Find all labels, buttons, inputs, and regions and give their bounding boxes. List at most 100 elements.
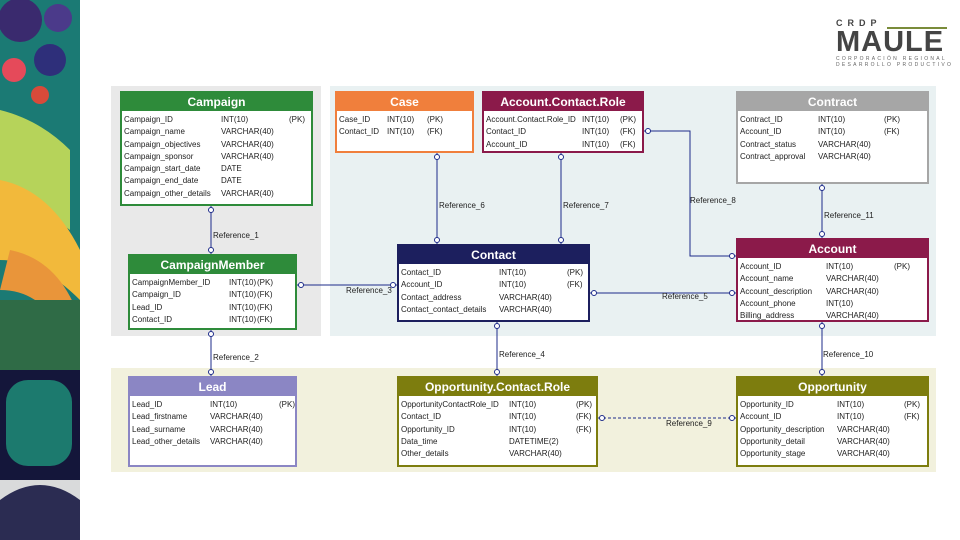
field-name: Campaign_ID xyxy=(124,115,173,124)
field-type: INT(10) xyxy=(499,268,527,277)
field-name: Opportunity_detail xyxy=(740,436,805,446)
field-name: Contact_ID xyxy=(486,127,527,137)
field-type: VARCHAR(40) xyxy=(210,436,263,446)
field-type: VARCHAR(40) xyxy=(499,304,552,314)
field-key: (PK) xyxy=(884,115,900,124)
entity-title: Case xyxy=(337,93,472,111)
reference-7-label: Reference_7 xyxy=(563,201,609,210)
field-type: INT(10) xyxy=(818,115,846,124)
field-type: VARCHAR(40) xyxy=(837,449,890,459)
field-name: Contract_approval xyxy=(740,151,806,161)
field-type: DATE xyxy=(221,176,242,186)
field-key: (PK) xyxy=(576,400,592,409)
field-key: (FK) xyxy=(427,127,443,137)
field-name: Contract_status xyxy=(740,139,797,149)
field-type: INT(10) xyxy=(221,115,249,124)
field-type: INT(10) xyxy=(837,412,865,422)
field-name: Opportunity_stage xyxy=(740,449,806,459)
entity-field-row: Lead_other_details VARCHAR(40) xyxy=(132,436,295,448)
field-name: Campaign_other_details xyxy=(124,188,211,198)
field-name: Account_phone xyxy=(740,298,796,308)
field-type: DATE xyxy=(221,164,242,174)
entity-title: CampaignMember xyxy=(130,256,295,274)
field-name: Opportunity_ID xyxy=(401,424,455,434)
field-type: INT(10) xyxy=(229,302,257,312)
entity-title: Contract xyxy=(738,93,927,111)
field-type: VARCHAR(40) xyxy=(221,151,274,161)
logo-name: MAULE xyxy=(836,26,945,58)
entity-title: Contact xyxy=(399,246,588,264)
field-type: INT(10) xyxy=(229,290,257,300)
entity-field-row: Opportunity_detail VARCHAR(40) xyxy=(740,436,927,448)
field-type: VARCHAR(40) xyxy=(509,449,562,459)
entity-title: Opportunity xyxy=(738,378,927,396)
field-type: VARCHAR(40) xyxy=(499,292,552,302)
field-name: Lead_other_details xyxy=(132,436,201,446)
field-name: Account_description xyxy=(740,286,813,296)
field-type: VARCHAR(40) xyxy=(837,436,890,446)
field-key: (FK) xyxy=(620,139,636,149)
crdp-maule-logo: CRDP MAULE CORPORACIÓN REGIONAL DESARROL… xyxy=(836,18,951,74)
field-key: (PK) xyxy=(620,115,636,124)
entity-field-row: Opportunity_stage VARCHAR(40) xyxy=(740,448,927,460)
field-name: Account_ID xyxy=(486,139,528,149)
entity-title: Account xyxy=(738,240,927,258)
field-name: Case_ID xyxy=(339,115,371,124)
field-type: INT(10) xyxy=(818,127,846,137)
field-key: (PK) xyxy=(904,400,920,409)
reference-5-label: Reference_5 xyxy=(662,292,708,301)
field-name: Contact_ID xyxy=(339,127,380,137)
field-name: Opportunity_ID xyxy=(740,400,794,409)
field-type: VARCHAR(40) xyxy=(818,139,871,149)
field-type: VARCHAR(40) xyxy=(826,286,879,296)
reference-6-label: Reference_6 xyxy=(439,201,485,210)
reference-10-label: Reference_10 xyxy=(823,350,874,359)
field-name: CampaignMember_ID xyxy=(132,278,211,287)
field-key: (PK) xyxy=(257,278,273,287)
field-name: Campaign_end_date xyxy=(124,176,199,186)
field-name: Opportunity_description xyxy=(740,424,825,434)
field-key: (FK) xyxy=(884,127,900,137)
field-type: INT(10) xyxy=(582,127,610,137)
field-name: Campaign_sponsor xyxy=(124,151,194,161)
reference-11-label: Reference_11 xyxy=(824,211,874,220)
field-key: (FK) xyxy=(257,290,273,300)
field-type: INT(10) xyxy=(826,262,854,271)
field-name: OpportunityContactRole_ID xyxy=(401,400,499,409)
field-type: VARCHAR(40) xyxy=(826,311,879,321)
decorative-artwork xyxy=(0,0,80,540)
logo-accent-bar xyxy=(887,27,947,29)
